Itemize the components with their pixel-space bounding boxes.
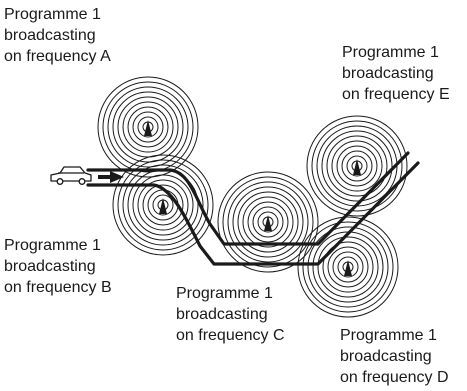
label-c-line-1: Programme 1 bbox=[176, 285, 273, 302]
arrow-right-icon bbox=[98, 171, 124, 183]
label-a-line-1: Programme 1 bbox=[4, 6, 101, 23]
car-icon bbox=[50, 166, 92, 185]
label-frequency-c: Programme 1 broadcasting on frequency C bbox=[176, 283, 285, 346]
label-c-line-3: on frequency C bbox=[176, 327, 285, 344]
label-d-line-2: broadcasting bbox=[340, 348, 432, 365]
label-b-line-1: Programme 1 bbox=[4, 237, 101, 254]
label-a-line-2: broadcasting bbox=[4, 27, 96, 44]
label-frequency-a: Programme 1 broadcasting on frequency A bbox=[4, 4, 111, 67]
label-frequency-e: Programme 1 broadcasting on frequency E bbox=[342, 42, 450, 105]
road bbox=[86, 151, 420, 266]
label-frequency-d: Programme 1 broadcasting on frequency D bbox=[340, 325, 449, 388]
transmitter-a bbox=[97, 76, 199, 178]
road-edge-upper bbox=[86, 151, 410, 246]
label-b-line-2: broadcasting bbox=[4, 258, 96, 275]
label-b-line-3: on frequency B bbox=[4, 279, 112, 296]
label-e-line-1: Programme 1 bbox=[342, 44, 439, 61]
label-d-line-1: Programme 1 bbox=[340, 327, 437, 344]
label-d-line-3: on frequency D bbox=[340, 369, 449, 386]
label-a-line-3: on frequency A bbox=[4, 48, 111, 65]
road-edge-lower bbox=[86, 161, 420, 266]
transmitter-c bbox=[217, 171, 319, 273]
transmitter-e bbox=[306, 115, 408, 217]
label-frequency-b: Programme 1 broadcasting on frequency B bbox=[4, 235, 112, 298]
label-e-line-3: on frequency E bbox=[342, 86, 450, 103]
label-e-line-2: broadcasting bbox=[342, 65, 434, 82]
label-c-line-2: broadcasting bbox=[176, 306, 268, 323]
